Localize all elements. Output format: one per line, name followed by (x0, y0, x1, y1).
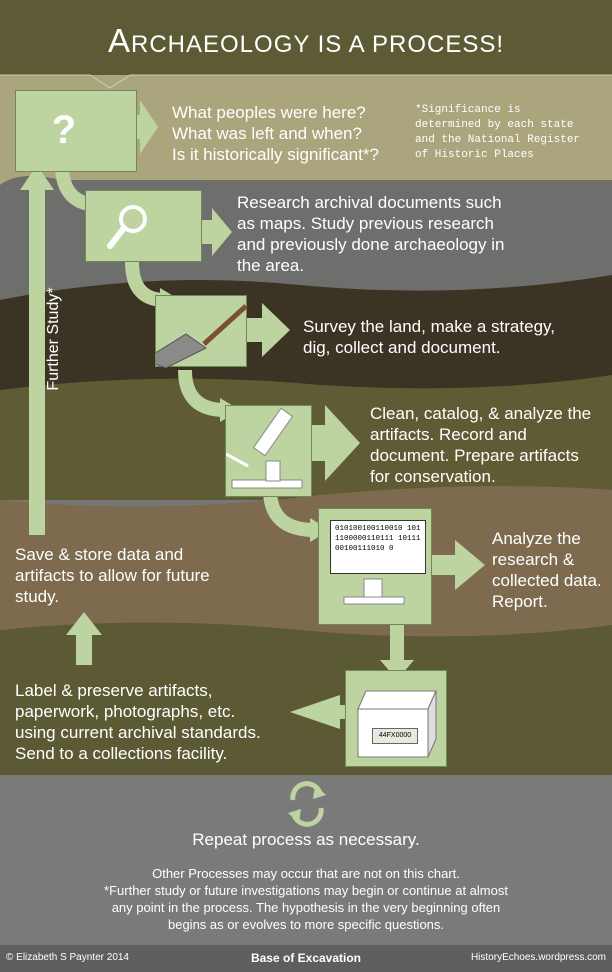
trowel-icon (142, 304, 248, 369)
footnotes: Other Processes may occur that are not o… (104, 866, 508, 932)
credit-left: © Elizabeth S Paynter 2014 (6, 952, 129, 963)
label-text: Label & preserve artifacts,paperwork, ph… (15, 681, 261, 763)
repeat-text: Repeat process as necessary. (192, 830, 420, 849)
computer-screen: 010100100110010 1011100000110111 1011100… (330, 520, 426, 574)
page-title: Archaeology is a process! (107, 22, 505, 59)
credit-right: HistoryEchoes.wordpress.com (470, 952, 606, 963)
microscope-icon (225, 407, 303, 489)
base-of-excavation: Base of Excavation (250, 951, 362, 965)
research-step-box (85, 190, 202, 262)
question-icon: ? (52, 108, 76, 152)
label-step-box (345, 670, 447, 767)
further-study-label: Further Study* (45, 287, 62, 391)
survey-text: Survey the land, make a strategy,dig, co… (303, 317, 555, 357)
archive-box-icon (357, 690, 437, 758)
question-text: What peoples were here?What was left and… (172, 103, 379, 164)
box-label: 44FX0000 (372, 728, 418, 744)
question-step-box: ? (15, 90, 137, 172)
magnifier-icon (107, 205, 147, 249)
clean-step-box (225, 405, 312, 497)
svg-text:?: ? (52, 108, 76, 152)
survey-step-box (142, 295, 248, 369)
computer-icon (343, 578, 405, 605)
